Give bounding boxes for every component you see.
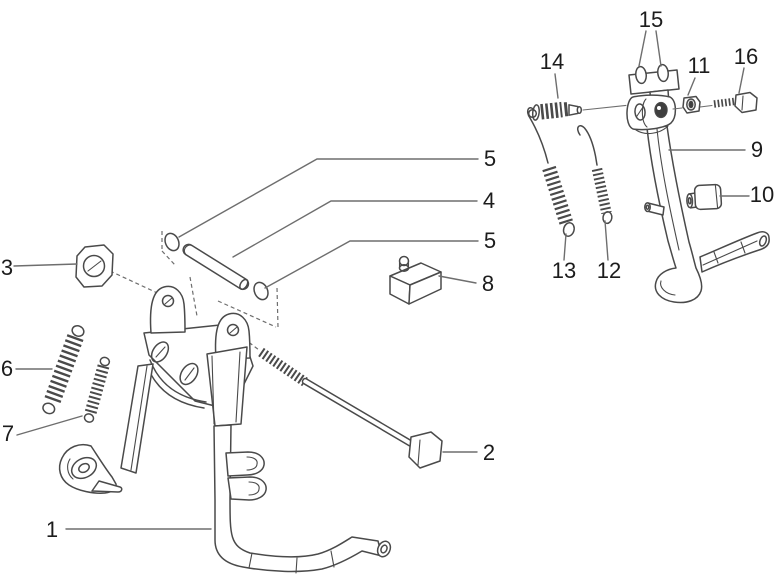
callout-1: 1 (46, 517, 58, 542)
callout-5a: 5 (484, 146, 496, 171)
callout-leader-lines (13, 30, 750, 530)
callout-15: 15 (639, 7, 663, 32)
callout-5a-leader (178, 158, 479, 238)
callout-2: 2 (483, 440, 495, 465)
center-stand-upper-leg (206, 346, 248, 427)
callout-4: 4 (483, 188, 495, 213)
callout-11: 11 (688, 53, 711, 78)
center-stand-main-leg (213, 424, 392, 574)
callout-5b: 5 (484, 228, 496, 253)
callout-16-leader (738, 67, 745, 94)
center-stand-spring-large (42, 325, 85, 415)
o-ring-right (253, 281, 269, 301)
callout-12: 12 (597, 258, 621, 283)
center-stand-spring-small (83, 356, 111, 423)
callout-7-leader (16, 415, 83, 436)
callout-14: 14 (540, 49, 564, 74)
side-stand-leg (646, 125, 703, 304)
side-stand-spring-short (577, 125, 613, 225)
callout-4-leader (232, 200, 478, 258)
side-stand-kick-lever (699, 231, 770, 273)
pivot-bolt (258, 347, 443, 469)
center-stand-pivot-ear-left (149, 285, 186, 334)
callout-3: 3 (1, 255, 13, 280)
rubber-stop-block (389, 255, 442, 305)
callout-13-leader (563, 233, 567, 261)
callout-5b-leader (264, 240, 479, 289)
side-stand-spring-long (527, 107, 575, 237)
side-stand-clevis (626, 94, 677, 135)
side-stand-mount-pin (644, 202, 665, 216)
callout-labels: 1 2 3 4 5 5 6 7 8 9 10 11 12 13 14 15 16 (1, 7, 774, 542)
callout-8-leader (438, 275, 477, 284)
center-stand-foot-pad (58, 443, 123, 494)
center-stand-left-leg (120, 363, 154, 474)
callout-10: 10 (750, 182, 774, 207)
callout-16: 16 (734, 44, 758, 69)
side-stand-assembly (527, 63, 770, 304)
side-stand-nut (682, 95, 701, 114)
o-ring-left (164, 232, 180, 252)
callout-15-leader (638, 30, 662, 67)
callout-9: 9 (751, 137, 763, 162)
callout-3-leader (13, 263, 78, 267)
callout-11-leader (687, 77, 696, 96)
callout-6: 6 (1, 356, 13, 381)
rubber-bumper (686, 183, 723, 211)
callout-7: 7 (2, 421, 14, 446)
side-stand-bolt (713, 91, 758, 114)
callout-14-leader (554, 73, 559, 99)
stand-switch (531, 101, 627, 121)
callout-8: 8 (482, 271, 494, 296)
center-stand-spring-clip (225, 451, 267, 501)
hex-nut (75, 244, 114, 288)
callout-12-leader (604, 220, 609, 261)
pivot-pin (182, 243, 250, 291)
callout-13: 13 (552, 258, 576, 283)
bolt-axis-line (672, 104, 713, 110)
side-stand-bracket-plate (628, 63, 680, 107)
center-stand-assembly (58, 285, 392, 574)
